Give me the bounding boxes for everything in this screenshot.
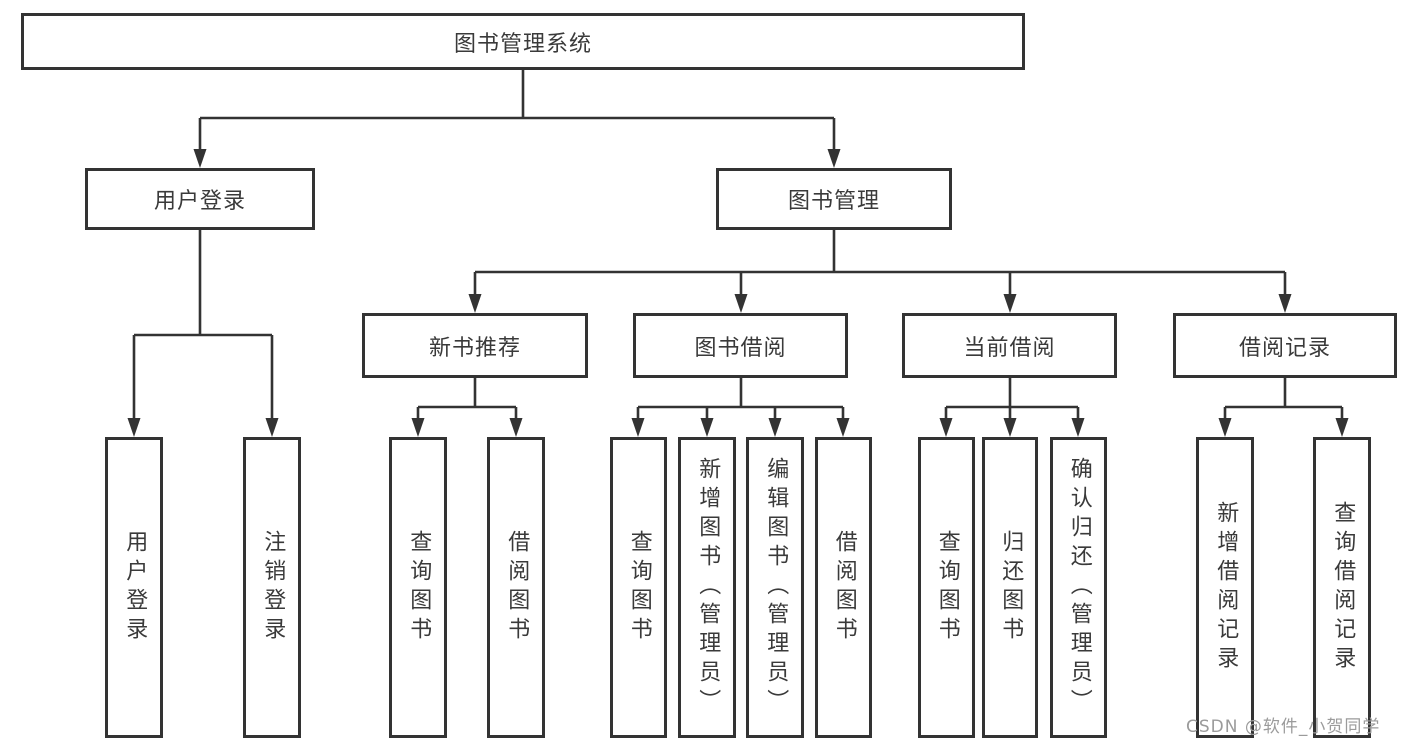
node-label: 编辑图书（管理员） <box>763 457 789 718</box>
node-label: 用户登录 <box>153 189 246 214</box>
node-label: 新书推荐 <box>428 335 521 361</box>
node-book-management: 图书管理 <box>716 168 952 230</box>
node-logout: 注销登录 <box>243 437 301 738</box>
node-label: 借阅图书 <box>831 529 857 646</box>
node-library-management-system: 图书管理系统 <box>21 13 1025 70</box>
node-user-login: 用户登录 <box>85 168 315 230</box>
node-label: 当前借阅 <box>963 335 1056 361</box>
node-borrowing-records: 借阅记录 <box>1173 313 1397 378</box>
node-query-borrow-record: 查询借阅记录 <box>1313 437 1371 738</box>
csdn-watermark: CSDN @软件_小贺同学 <box>1186 717 1381 737</box>
node-label: 用户登录 <box>122 529 148 646</box>
node-label: 查询图书 <box>626 529 652 646</box>
node-user-login-leaf: 用户登录 <box>105 437 163 738</box>
node-label: 归还图书 <box>998 529 1024 646</box>
node-label: 借阅记录 <box>1238 335 1331 361</box>
node-add-books-admin: 新增图书（管理员） <box>678 437 736 738</box>
node-query-books-borrow: 查询图书 <box>610 437 667 738</box>
node-query-books-current: 查询图书 <box>918 437 975 738</box>
node-label: 图书管理系统 <box>453 31 592 57</box>
arrowhead-icons <box>127 149 1349 437</box>
node-new-book-recommendation: 新书推荐 <box>362 313 588 378</box>
node-label: 新增图书（管理员） <box>695 457 721 718</box>
node-label: 借阅图书 <box>504 529 530 646</box>
node-label: 图书管理 <box>787 189 880 214</box>
node-return-books: 归还图书 <box>982 437 1038 738</box>
node-confirm-return-admin: 确认归还（管理员） <box>1050 437 1107 738</box>
node-label: 查询借阅记录 <box>1330 500 1356 675</box>
node-current-borrowing: 当前借阅 <box>902 313 1117 378</box>
node-borrow-books-recommend: 借阅图书 <box>487 437 545 738</box>
node-label: 新增借阅记录 <box>1213 500 1239 675</box>
node-label: 查询图书 <box>934 529 960 646</box>
node-add-borrow-record: 新增借阅记录 <box>1196 437 1254 738</box>
node-query-books-recommend: 查询图书 <box>389 437 447 738</box>
node-label: 确认归还（管理员） <box>1066 457 1092 718</box>
node-borrow-books: 借阅图书 <box>815 437 872 738</box>
node-edit-books-admin: 编辑图书（管理员） <box>746 437 804 738</box>
node-label: 注销登录 <box>260 529 286 646</box>
node-label: 图书借阅 <box>694 335 787 361</box>
node-label: 查询图书 <box>406 529 432 646</box>
node-book-borrowing: 图书借阅 <box>633 313 848 378</box>
